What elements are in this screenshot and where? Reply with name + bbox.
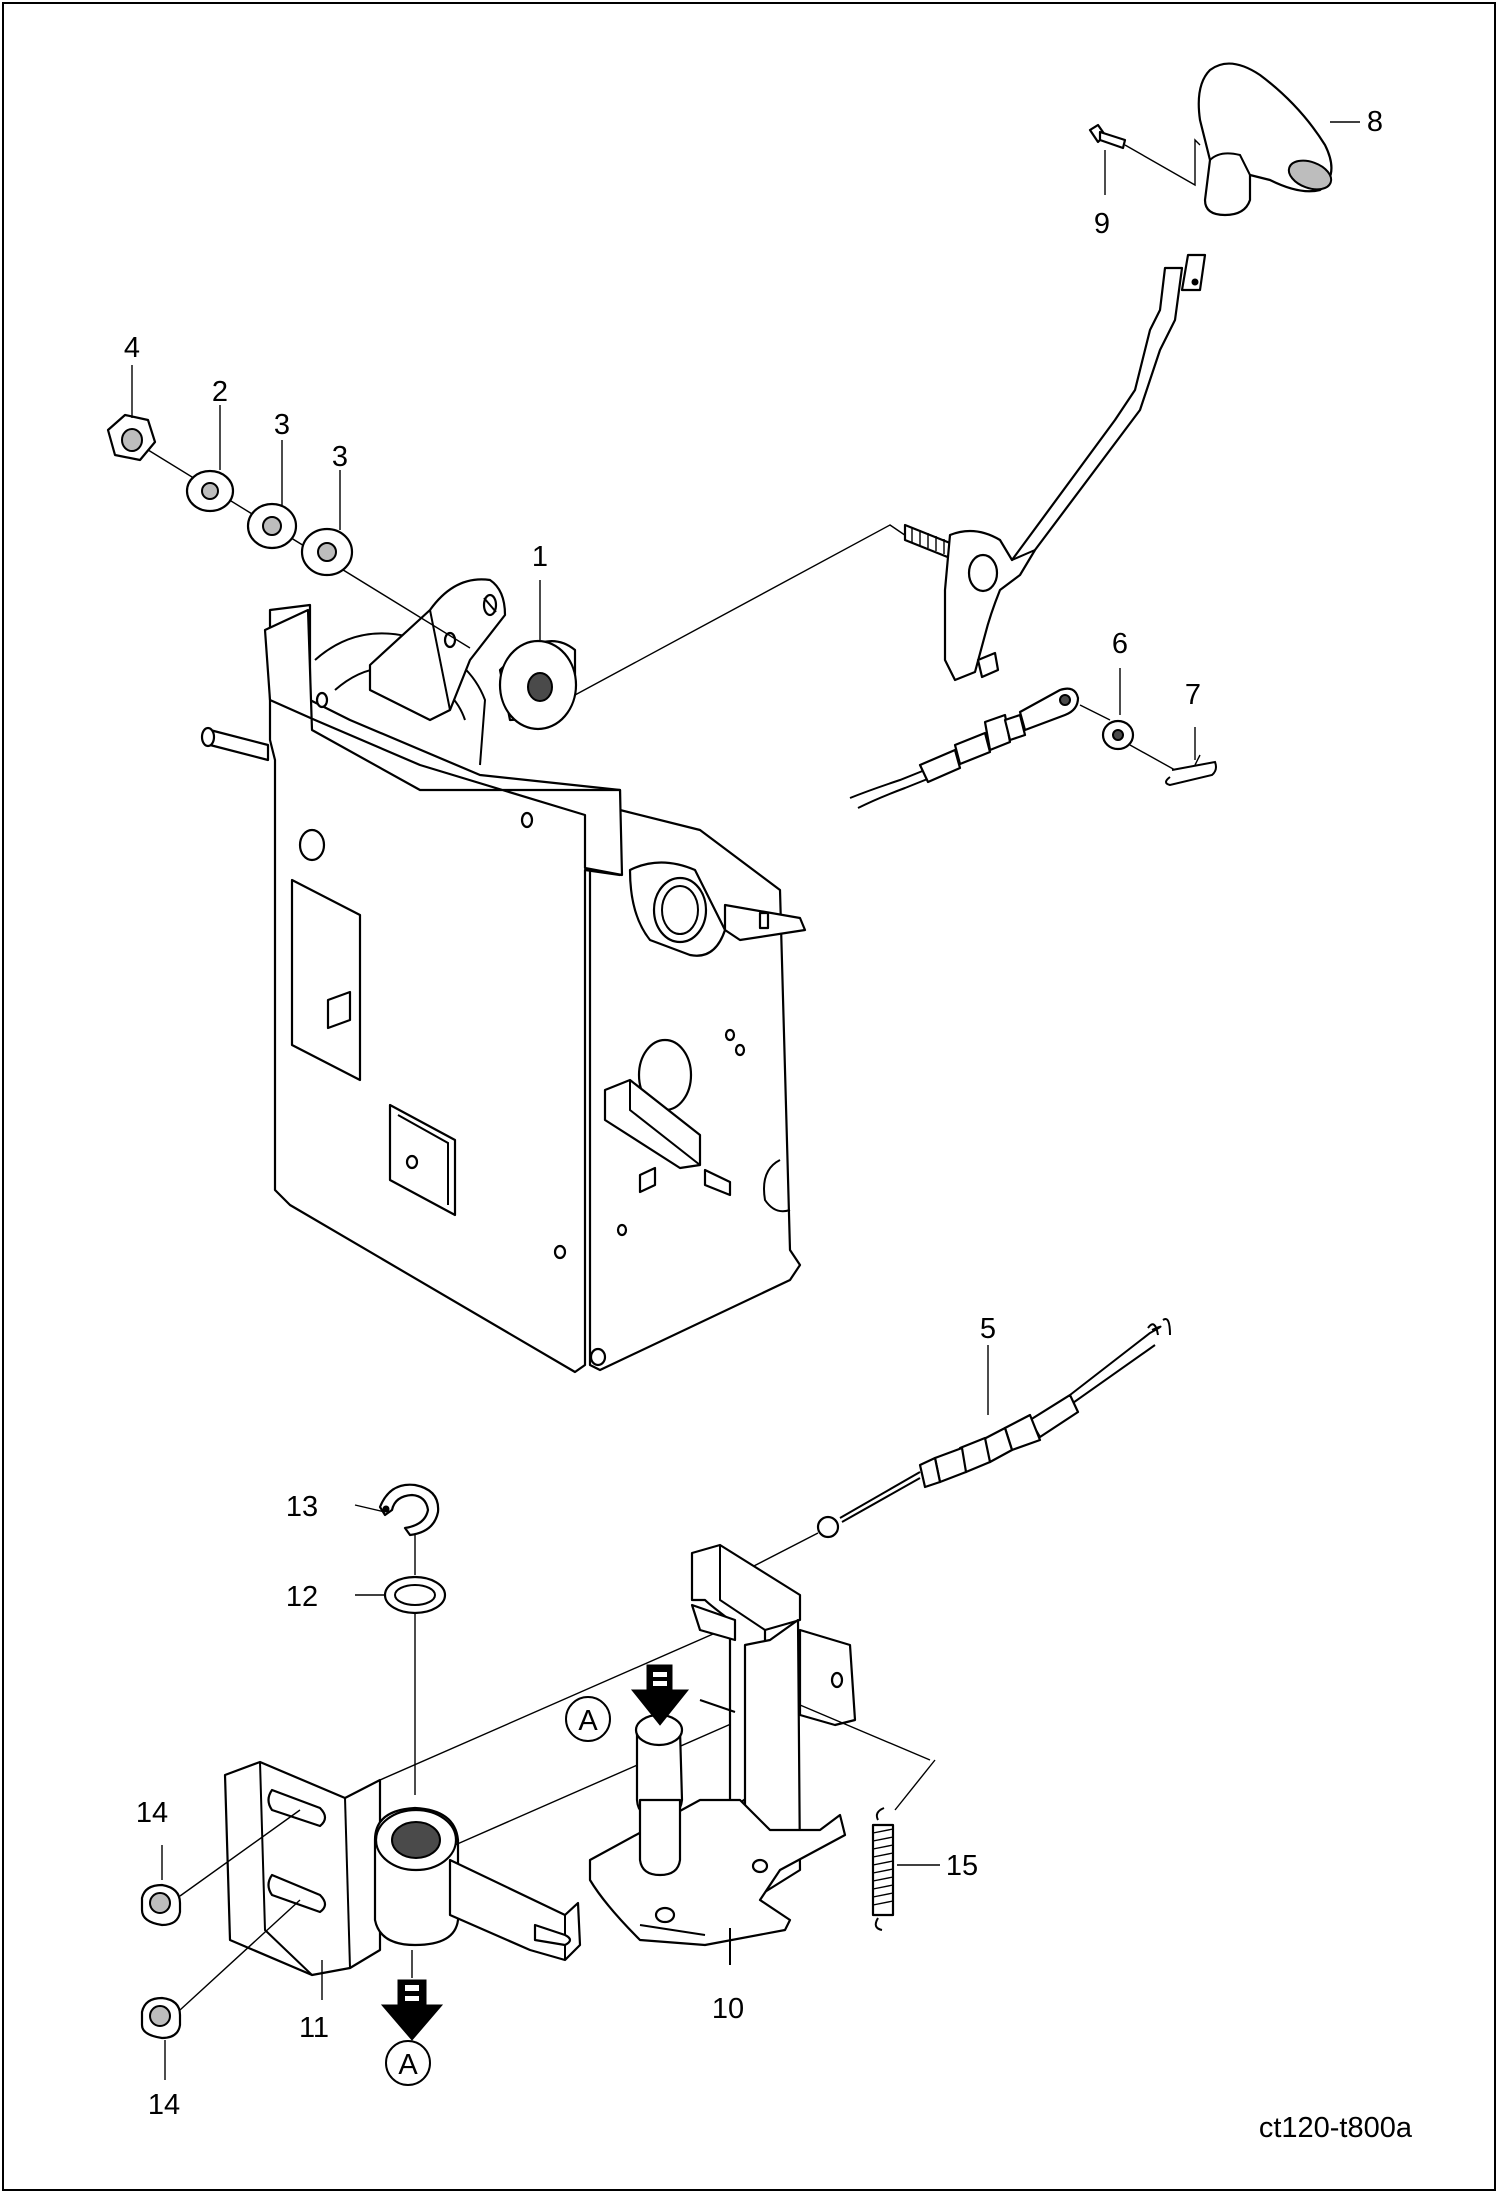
- pivot-bracket: [223, 1619, 746, 2041]
- callout-2: 2: [212, 376, 228, 408]
- lever-mount-tab: [368, 578, 507, 722]
- callout-6: 6: [1112, 628, 1128, 660]
- callout-12: 12: [286, 1581, 318, 1613]
- callout-5: 5: [980, 1313, 996, 1345]
- main-bracket: [200, 603, 807, 1374]
- callout-4: 4: [124, 332, 140, 364]
- shift-lever: [574, 253, 1207, 696]
- spacer: [498, 639, 578, 731]
- spring: [871, 1759, 940, 1931]
- bushing-upper: [140, 1809, 301, 1927]
- callout-7: 7: [1185, 679, 1201, 711]
- knob-screw: [1088, 123, 1201, 195]
- callout-11: 11: [299, 2012, 329, 2044]
- thrust-washer: [355, 1575, 447, 1795]
- lever-knob: [1197, 62, 1360, 217]
- callout-15: 15: [946, 1850, 978, 1882]
- view-marker-a-bottom: [385, 2040, 431, 2086]
- view-marker-a-top: [565, 1696, 611, 1742]
- callout-3b: 3: [332, 441, 348, 473]
- callout-8: 8: [1367, 106, 1383, 138]
- callout-9: 9: [1094, 208, 1110, 240]
- callout-14a: 14: [136, 1797, 168, 1829]
- cable-upper-end: [849, 668, 1217, 809]
- callout-13: 13: [286, 1491, 318, 1523]
- bushing-lower: [140, 1899, 301, 2080]
- view-marker-a-bottom-label: A: [398, 2049, 418, 2081]
- callout-3a: 3: [274, 409, 290, 441]
- callout-10: 10: [712, 1993, 744, 2025]
- hardware-stack: [106, 413, 471, 649]
- cable-lower: [749, 1318, 1171, 1569]
- callout-1: 1: [532, 541, 548, 573]
- view-marker-a-top-label: A: [578, 1705, 598, 1737]
- drawing-code: ct120-t800a: [1259, 2112, 1413, 2144]
- base-plate: [588, 1543, 931, 1965]
- snap-ring: [354, 1483, 440, 1575]
- callout-14b: 14: [148, 2089, 180, 2121]
